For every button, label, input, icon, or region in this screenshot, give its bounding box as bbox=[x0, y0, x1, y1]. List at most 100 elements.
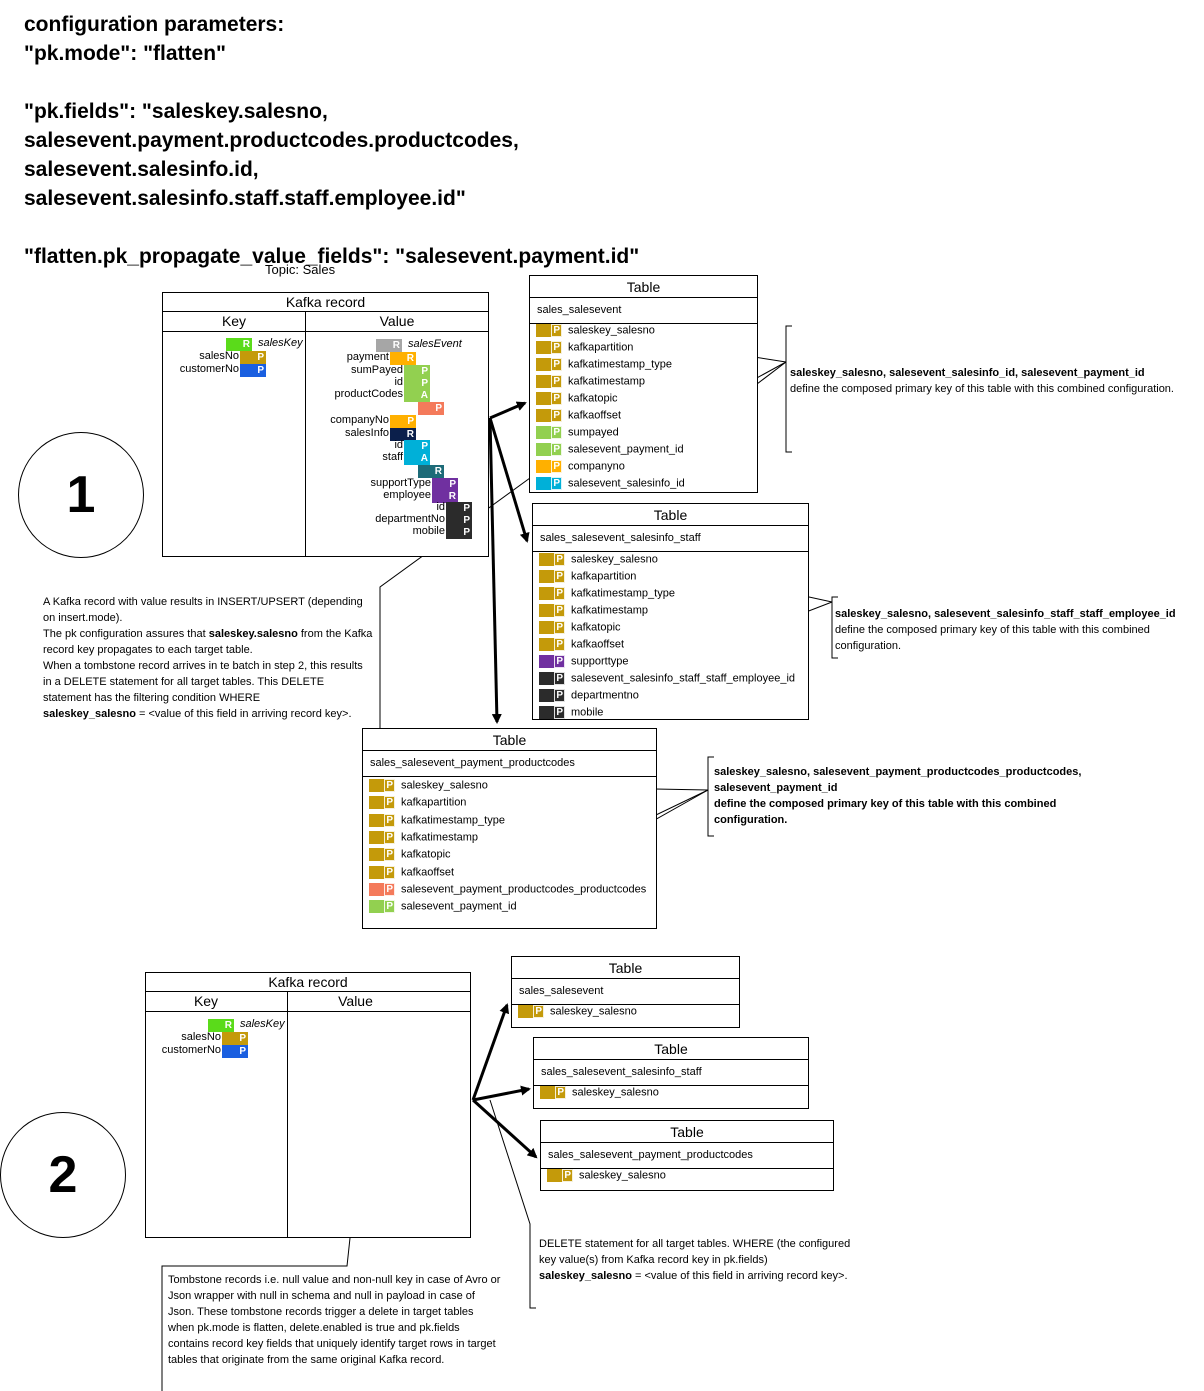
pk-badge-icon: P bbox=[536, 426, 562, 439]
field-type-icon: R bbox=[226, 338, 252, 351]
config-line: "pk.fields": "saleskey.salesno, bbox=[24, 100, 328, 123]
note-text: A Kafka record with value results in INS… bbox=[43, 596, 363, 624]
field-label: departmentNo bbox=[375, 513, 445, 525]
pk-badge-icon: P bbox=[369, 882, 395, 896]
config-line: salesevent.salesinfo.id, bbox=[24, 158, 259, 181]
field-label: id bbox=[394, 439, 403, 451]
row-label: saleskey_salesno bbox=[401, 779, 488, 792]
row-label: saleskey_salesno bbox=[550, 1005, 637, 1018]
row-label: kafkaoffset bbox=[401, 865, 454, 878]
field-label: salesInfo bbox=[344, 427, 389, 439]
row-label: mobile bbox=[571, 706, 604, 719]
field-type-icon: R bbox=[390, 428, 416, 441]
pk-badge-icon: P bbox=[369, 900, 395, 914]
kafka-record-title: Kafka record bbox=[163, 293, 488, 312]
field-type-icon: P bbox=[404, 377, 430, 390]
pk-badge-icon: P bbox=[369, 848, 395, 862]
note-text: = <value of this field in arriving recor… bbox=[631, 1270, 848, 1282]
field-label: staff bbox=[382, 451, 403, 463]
row-label: kafkapartition bbox=[401, 796, 467, 809]
field-type-icon: P bbox=[446, 526, 472, 539]
field-label: id bbox=[436, 501, 445, 513]
field-label: employee bbox=[383, 489, 431, 501]
table-name: sales_salesevent_payment_productcodes bbox=[363, 751, 656, 777]
pk-badge-icon: P bbox=[539, 621, 565, 634]
pk-badge-icon: P bbox=[369, 796, 395, 810]
pk-note-bold: saleskey_salesno, salesevent_salesinfo_i… bbox=[790, 367, 1145, 379]
row-label: saleskey_salesno bbox=[571, 553, 658, 566]
field-type-icon: P bbox=[432, 478, 458, 491]
table-sales-salesevent-salesinfo-staff-2: Table sales_salesevent_salesinfo_staff P… bbox=[533, 1037, 809, 1109]
delete-note: DELETE statement for all target tables. … bbox=[539, 1236, 859, 1284]
kafka-record-1: Kafka record Key Value bbox=[162, 292, 489, 557]
pk-badge-icon: P bbox=[539, 655, 565, 668]
pk-badge-icon: P bbox=[536, 477, 562, 490]
row-label: kafkatopic bbox=[401, 848, 451, 861]
field-label: salesKey bbox=[240, 1018, 285, 1030]
pk-badge-icon: P bbox=[536, 324, 562, 337]
field-type-icon: P bbox=[446, 514, 472, 527]
table-name: sales_salesevent_salesinfo_staff bbox=[533, 526, 808, 552]
field-label: customerNo bbox=[161, 1044, 221, 1056]
field-label: salesNo bbox=[181, 1031, 221, 1043]
pk-badge-icon: P bbox=[536, 341, 562, 354]
row-label: kafkatopic bbox=[571, 621, 621, 634]
row-label: kafkatimestamp bbox=[401, 831, 479, 844]
table-name: sales_salesevent bbox=[512, 979, 739, 1005]
row-label: saleskey_salesno bbox=[568, 324, 655, 337]
config-line: salesevent.payment.productcodes.productc… bbox=[24, 129, 519, 152]
field-label: payment bbox=[346, 351, 389, 363]
pk-badge-icon: P bbox=[536, 460, 562, 473]
table-sales-salesevent-payment-productcodes-2: Table sales_salesevent_payment_productco… bbox=[540, 1120, 834, 1191]
pk-note-bold: saleskey_salesno, salesevent_payment_pro… bbox=[714, 766, 1082, 794]
pk-note-productcodes: saleskey_salesno, salesevent_payment_pro… bbox=[714, 764, 1114, 828]
field-type-icon: P bbox=[240, 364, 266, 377]
row-label: kafkatimestamp_type bbox=[401, 814, 505, 826]
row-label: kafkatimestamp bbox=[568, 375, 646, 388]
row-label: supporttype bbox=[571, 655, 629, 668]
pk-badge-icon: P bbox=[536, 409, 562, 422]
row-label: kafkatimestamp bbox=[571, 604, 649, 617]
field-label: customerNo bbox=[179, 363, 239, 375]
field-label: salesKey bbox=[258, 337, 303, 349]
note-bold: saleskey_salesno bbox=[539, 1270, 632, 1282]
table-name: sales_salesevent bbox=[530, 298, 757, 324]
kafka-record-title: Kafka record bbox=[146, 973, 470, 992]
row-label: kafkaoffset bbox=[568, 409, 621, 422]
tombstone-note: Tombstone records i.e. null value and no… bbox=[168, 1274, 501, 1366]
table-title: Table bbox=[363, 729, 656, 751]
field-type-icon: R bbox=[432, 490, 458, 503]
config-line: "flatten.pk_propagate_value_fields": "sa… bbox=[24, 245, 640, 268]
value-column-label: Value bbox=[379, 313, 415, 329]
pk-badge-icon: P bbox=[536, 392, 562, 405]
pk-badge-icon: P bbox=[369, 779, 395, 792]
pk-badge-icon: P bbox=[539, 587, 565, 600]
table-name: sales_salesevent_salesinfo_staff bbox=[534, 1060, 808, 1086]
note-bold: saleskey_salesno bbox=[43, 708, 136, 720]
field-type-icon: P bbox=[404, 440, 430, 453]
table-sales-salesevent-payment-productcodes: Table sales_salesevent_payment_productco… bbox=[362, 728, 657, 929]
pk-badge-icon: P bbox=[539, 672, 565, 685]
row-label: kafkapartition bbox=[571, 570, 637, 583]
pk-badge-icon: P bbox=[369, 830, 395, 844]
pk-badge-icon: P bbox=[536, 375, 562, 388]
note-text: The pk configuration assures that bbox=[43, 628, 209, 640]
key-column-label: Key bbox=[193, 993, 219, 1009]
